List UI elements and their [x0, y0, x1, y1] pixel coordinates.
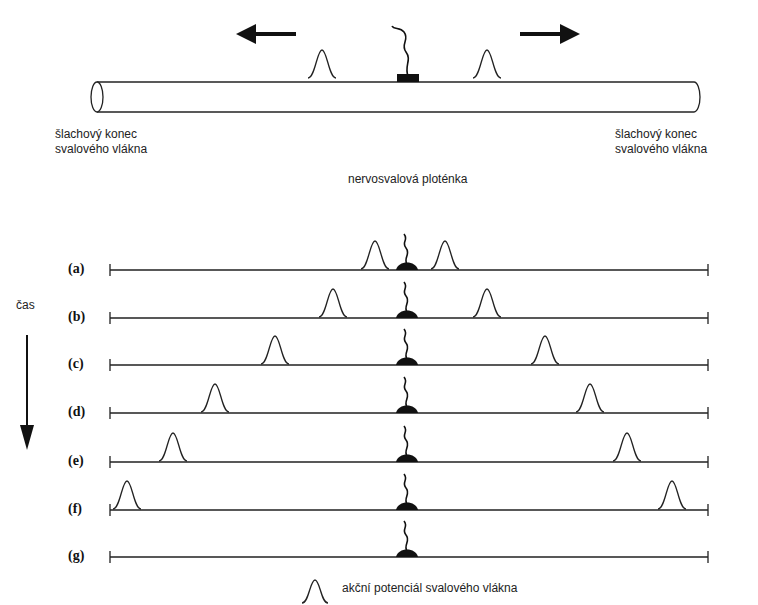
- time-label: čas: [16, 298, 56, 313]
- legend-text: akční potenciál svalového vlákna: [342, 581, 517, 596]
- row-letter: (a): [68, 261, 108, 276]
- row-letter: (b): [68, 309, 108, 324]
- fiber-row: [110, 329, 708, 371]
- fiber-row: [110, 377, 708, 419]
- row-letter: (f): [68, 501, 108, 516]
- action-potential-peak: [658, 481, 686, 509]
- nerve-ending: [392, 26, 419, 82]
- action-potential-peak: [531, 336, 559, 364]
- fiber-row: [110, 234, 708, 276]
- legend-peak-sample: [302, 580, 328, 603]
- action-potential-peak: [361, 241, 389, 269]
- row-letter: (d): [68, 404, 108, 419]
- row-letter: (g): [68, 548, 108, 563]
- action-potential-peak: [576, 384, 604, 412]
- action-potential-peak: [159, 433, 187, 461]
- fiber-row: [110, 282, 708, 324]
- tendon-end-label: šlachový konec svalového vlákna: [55, 127, 175, 157]
- action-potential-peak: [308, 50, 336, 78]
- action-potential-peak: [613, 433, 641, 461]
- action-potential-peak: [201, 384, 229, 412]
- fiber-row: [110, 521, 708, 563]
- action-potential-peak: [473, 289, 501, 317]
- action-potential-peak: [473, 50, 501, 78]
- fiber-row: [110, 426, 708, 468]
- direction-arrow: [240, 32, 296, 36]
- fiber-row: [110, 474, 708, 516]
- row-letter: (c): [68, 356, 108, 371]
- tendon-end-label: šlachový konec svalového vlákna: [615, 127, 735, 157]
- row-letter: (e): [68, 453, 108, 468]
- action-potential-peak: [261, 336, 289, 364]
- direction-arrow: [520, 32, 576, 36]
- muscle-fiber: [91, 82, 700, 112]
- action-potential-peak: [113, 481, 141, 509]
- endplate-label: nervosvalová ploténka: [348, 172, 467, 187]
- action-potential-peak: [319, 289, 347, 317]
- time-arrow: [20, 335, 34, 450]
- action-potential-peak: [431, 241, 459, 269]
